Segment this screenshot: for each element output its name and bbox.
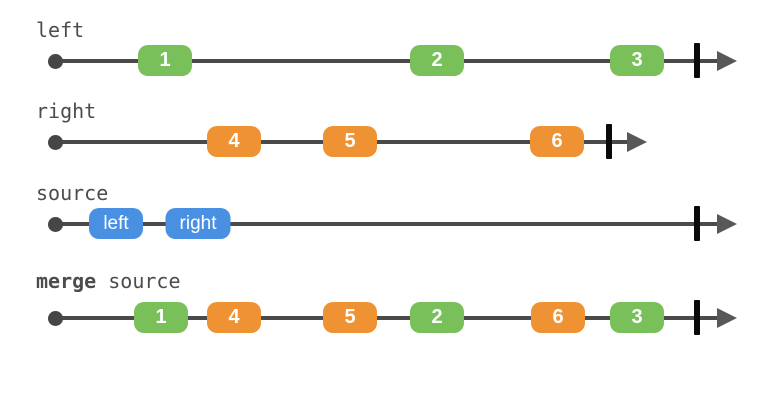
marble: 2 [410, 302, 464, 333]
complete-bar [694, 300, 700, 335]
timeline-label: merge source [36, 269, 181, 293]
marble: 1 [138, 45, 192, 76]
timeline-label-keyword: merge [36, 269, 109, 293]
marble: 2 [410, 45, 464, 76]
start-dot [48, 54, 63, 69]
start-dot [48, 135, 63, 150]
marble: 5 [323, 126, 377, 157]
marble: 3 [610, 302, 664, 333]
marble: 4 [207, 126, 261, 157]
marble: right [165, 208, 231, 239]
marble: 5 [323, 302, 377, 333]
complete-bar [606, 124, 612, 159]
marble: 3 [610, 45, 664, 76]
complete-bar [694, 206, 700, 241]
timeline-row-left: left 1 2 3 [0, 16, 777, 106]
timeline-label: right [36, 99, 96, 123]
marble: left [89, 208, 143, 239]
timeline-line [52, 316, 722, 320]
start-dot [48, 217, 63, 232]
arrowhead-icon [717, 308, 737, 328]
complete-bar [694, 43, 700, 78]
timeline-row-source: source left right [0, 179, 777, 269]
timeline-label: left [36, 18, 84, 42]
timeline-line [52, 59, 722, 63]
arrowhead-icon [717, 51, 737, 71]
arrowhead-icon [717, 214, 737, 234]
arrowhead-icon [627, 132, 647, 152]
timeline-label-text: right [36, 99, 97, 123]
start-dot [48, 311, 63, 326]
marble: 6 [531, 302, 585, 333]
marble: 1 [134, 302, 188, 333]
marble: 4 [207, 302, 261, 333]
timeline-label-text: left [36, 18, 85, 42]
timeline-label: source [36, 181, 108, 205]
timeline-line [52, 222, 722, 226]
timeline-label-text: source [108, 269, 181, 293]
marble: 6 [530, 126, 584, 157]
timeline-row-right: right 4 5 6 [0, 97, 777, 187]
timeline-label-text: source [36, 181, 109, 205]
